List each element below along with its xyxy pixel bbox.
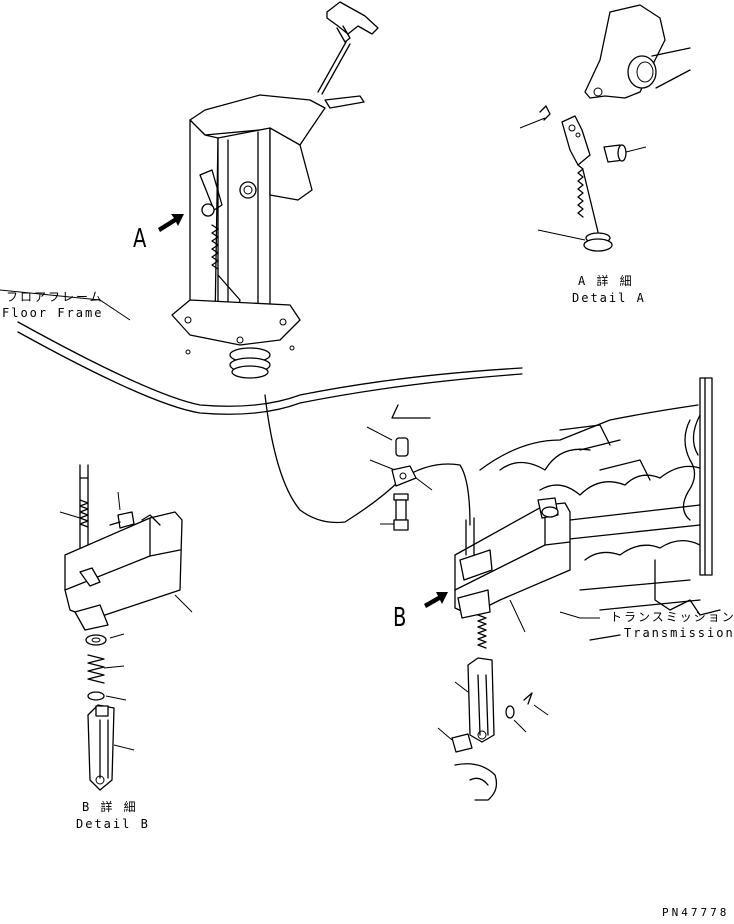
detail-b-label-jp: B 詳 細 <box>82 800 138 814</box>
control-cable <box>264 394 471 526</box>
cable-clamp-parts <box>366 404 433 531</box>
transmission-cable-bracket <box>437 497 571 801</box>
floor-frame-label-en: Floor Frame <box>2 306 104 320</box>
detail-a-drawing <box>519 4 691 252</box>
detail-a-label-en: Detail A <box>572 291 646 305</box>
drawing-code: PN47778 <box>662 906 730 919</box>
callout-b: B <box>393 603 407 633</box>
callout-a: A <box>133 224 147 254</box>
transmission-label-en: Transmission <box>624 626 734 640</box>
floor-frame-outline <box>17 321 523 407</box>
detail-a-label-jp: A 詳 細 <box>578 274 634 288</box>
detail-b-label-en: Detail B <box>76 817 150 831</box>
detail-b-drawing <box>59 464 193 791</box>
brake-lever-assembly <box>171 1 379 379</box>
transmission-label-jp: トランスミッション <box>610 610 734 624</box>
arrow-a-icon <box>158 214 184 232</box>
arrow-b-icon <box>424 592 448 608</box>
floor-frame-label-jp: フロアフレーム <box>6 290 104 304</box>
transmission-drawing <box>479 377 721 641</box>
